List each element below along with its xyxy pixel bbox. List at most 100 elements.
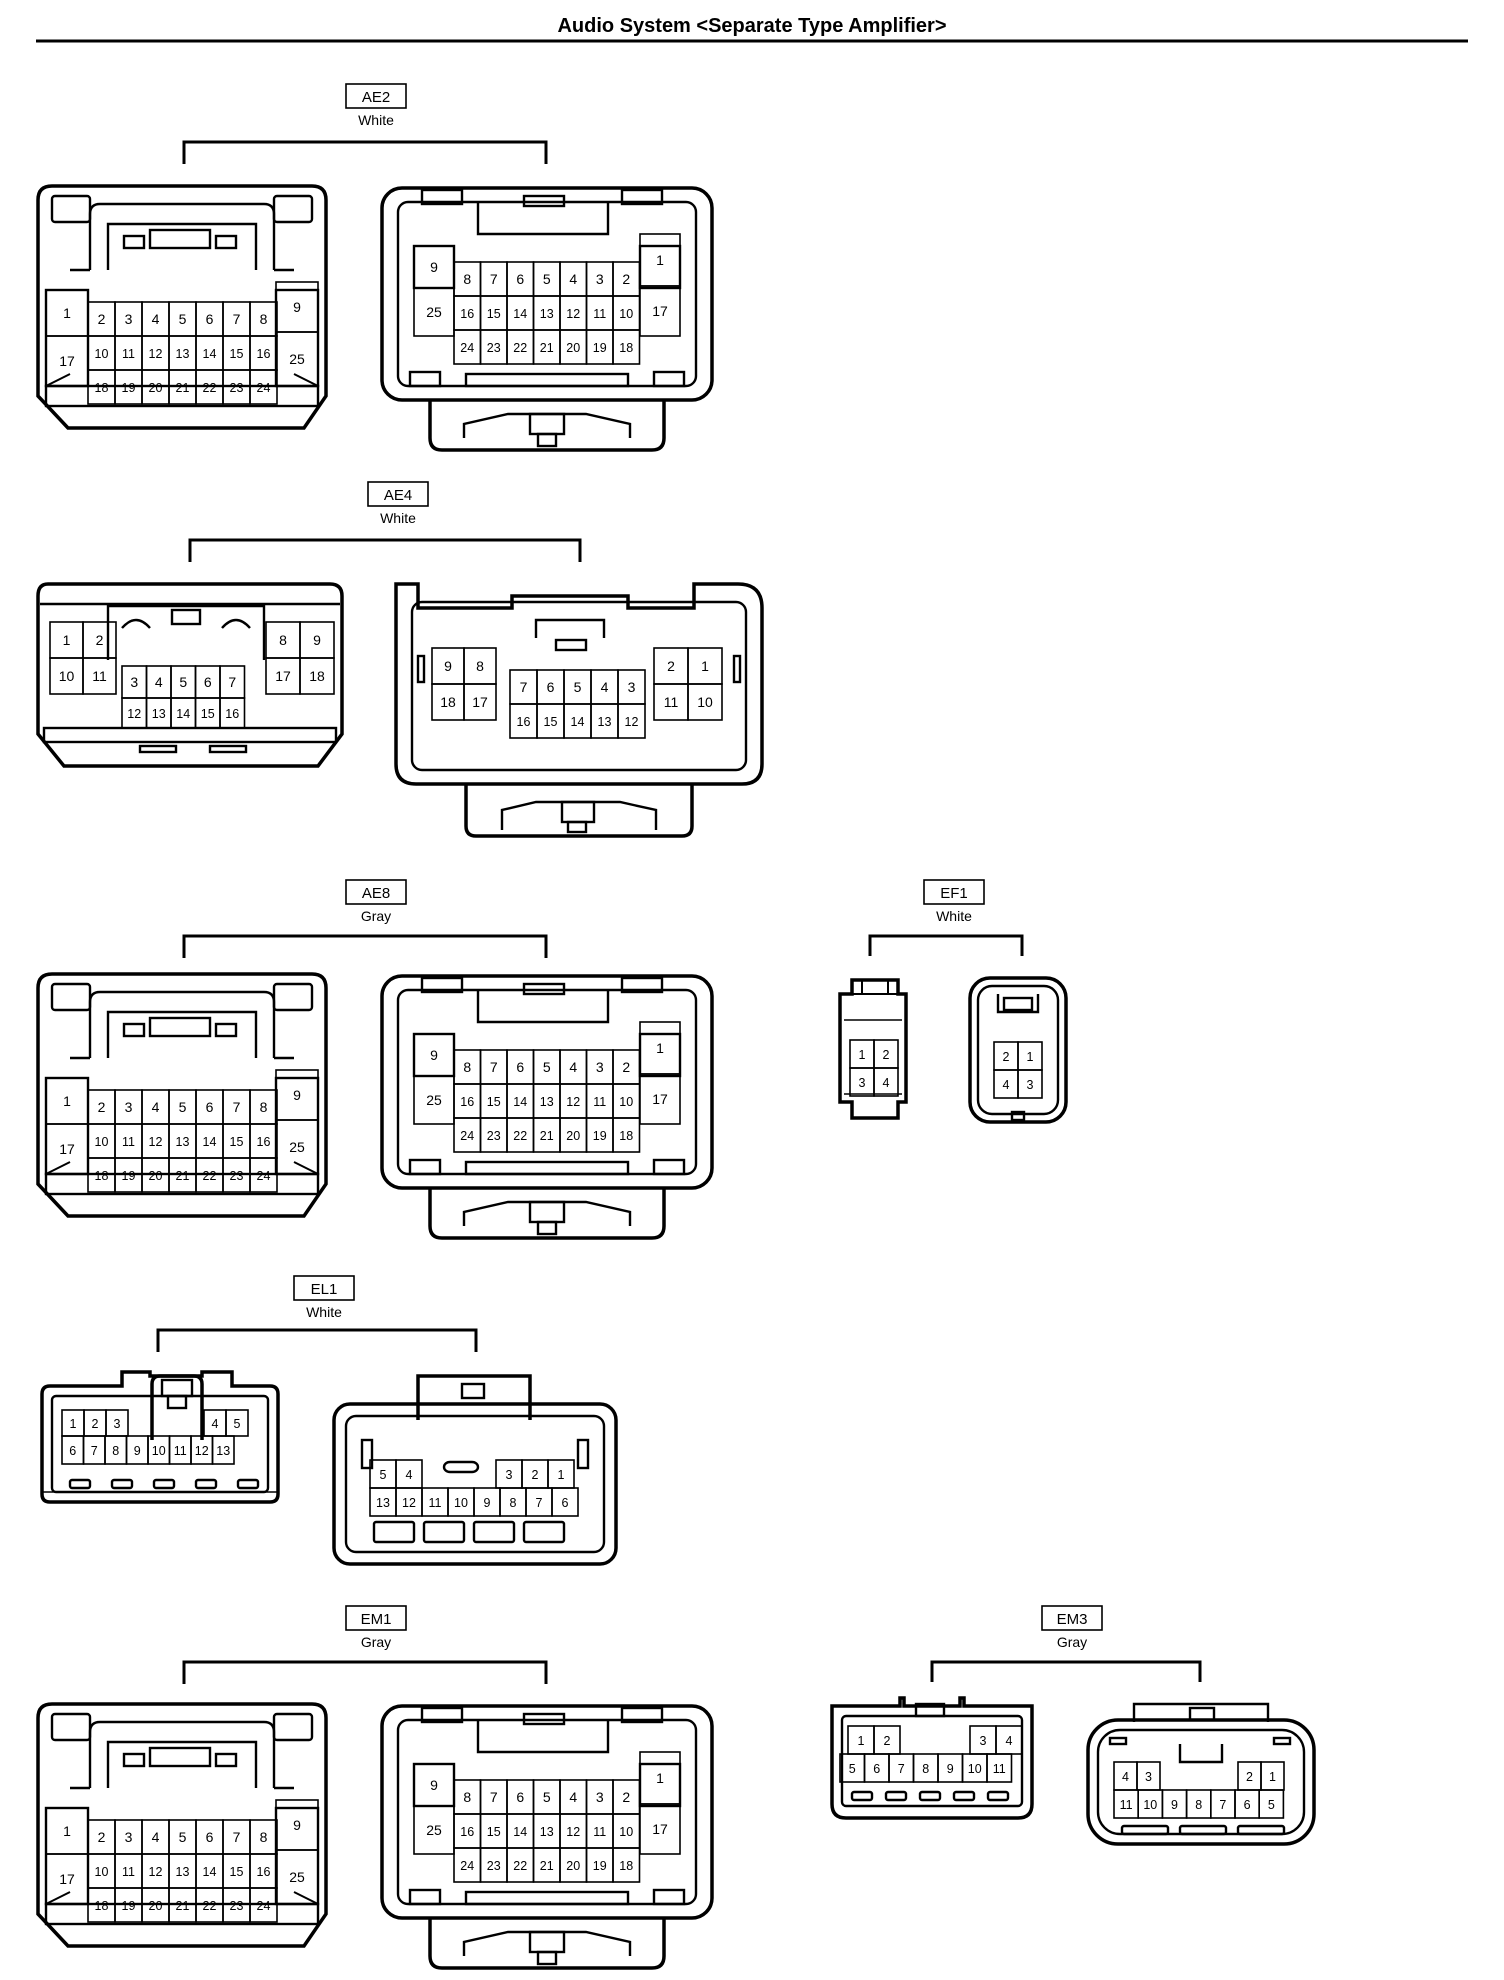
terminal-number: 7 — [898, 1762, 905, 1776]
terminal-number: 25 — [426, 1822, 442, 1838]
housing-detail — [44, 384, 320, 408]
terminal-number: 10 — [697, 694, 713, 710]
terminal-pin: 10 — [87, 1123, 116, 1159]
housing-detail — [1010, 1110, 1026, 1122]
terminal-number: 10 — [1143, 1798, 1157, 1812]
terminal-number: 3 — [506, 1468, 513, 1482]
terminal-pin: 5 — [225, 1409, 249, 1437]
housing-detail — [884, 1790, 908, 1802]
terminal-number: 4 — [152, 1099, 160, 1115]
terminal-number: 17 — [472, 694, 488, 710]
latch-tab — [170, 608, 202, 626]
terminal-number: 9 — [293, 299, 301, 315]
terminal-pin: 6 — [506, 261, 535, 297]
terminal-number: 9 — [484, 1496, 491, 1510]
terminal-pin: 7 — [479, 1049, 508, 1085]
terminal-pin: 23 — [479, 1847, 508, 1883]
terminal-pin: 11 — [114, 1853, 143, 1889]
latch-outline — [1178, 1744, 1224, 1764]
latch-tab — [528, 412, 566, 436]
terminal-pin: 11 — [82, 657, 117, 695]
terminal-pin: 25 — [413, 1075, 455, 1125]
terminal-number: 11 — [664, 694, 679, 710]
terminal-pin: 5 — [1258, 1789, 1285, 1819]
terminal-cell — [249, 369, 278, 405]
terminal-number: 9 — [430, 1047, 438, 1063]
housing-detail — [472, 1520, 516, 1544]
terminal-number: 8 — [279, 632, 287, 648]
terminal-pin: 1 — [849, 1039, 875, 1069]
latch-tab — [166, 1394, 188, 1410]
terminal-number: 23 — [230, 381, 244, 395]
terminal-number: 2 — [883, 1048, 890, 1062]
terminal-number: 14 — [203, 1135, 217, 1149]
latch-outline — [1132, 1702, 1270, 1722]
terminal-number: 11 — [429, 1496, 442, 1510]
terminal-number: 9 — [430, 1777, 438, 1793]
terminal-pin: 17 — [639, 1803, 681, 1855]
terminal-cell — [275, 1119, 319, 1175]
latch-tab — [122, 1022, 146, 1038]
terminal-pin: 2 — [87, 301, 116, 337]
terminal-pin: 13 — [532, 1083, 561, 1119]
terminal-number: 5 — [179, 1099, 187, 1115]
terminal-number: 6 — [69, 1444, 76, 1458]
housing-detail — [416, 654, 426, 684]
terminal-pin: 18 — [612, 1847, 641, 1883]
terminal-number: 3 — [596, 271, 604, 287]
terminal-number: 7 — [490, 1789, 498, 1805]
terminal-number: 11 — [593, 1825, 606, 1839]
terminal-number: 18 — [619, 1129, 633, 1143]
housing-detail — [42, 726, 338, 744]
terminal-pin: 16 — [249, 1123, 278, 1159]
terminal-pin: 1 — [547, 1459, 575, 1489]
terminal-number: 4 — [569, 1059, 577, 1075]
terminal-number: 12 — [566, 1825, 580, 1839]
terminal-number: 7 — [228, 674, 236, 690]
terminal-pin: 4 — [559, 1779, 588, 1815]
terminal-number: 8 — [463, 271, 471, 287]
connector-pair-bracket — [868, 934, 1024, 956]
terminal-pin: 13 — [168, 1123, 197, 1159]
terminal-number: 5 — [543, 1059, 551, 1075]
terminal-number: 24 — [460, 1859, 474, 1873]
terminal-pin: 10 — [961, 1753, 988, 1783]
terminal-number: 18 — [619, 1859, 633, 1873]
terminal-pin: 5 — [369, 1459, 397, 1489]
terminal-number: 5 — [179, 674, 187, 690]
housing-detail — [500, 800, 658, 830]
terminal-pin: 3 — [849, 1067, 875, 1097]
terminal-number: 6 — [206, 1829, 214, 1845]
housing-outline — [410, 600, 748, 772]
terminal-pin: 2 — [993, 1041, 1019, 1071]
terminal-pin: 8 — [499, 1487, 527, 1517]
terminal-number: 1 — [63, 305, 71, 321]
connector-color: White — [358, 112, 394, 128]
terminal-pin: 8 — [249, 1819, 278, 1855]
terminal-number: 5 — [543, 1789, 551, 1805]
terminal-pin: 4 — [203, 1409, 227, 1437]
housing-detail — [408, 370, 442, 388]
terminal-pin: 18 — [612, 1117, 641, 1153]
terminal-number: 1 — [656, 1040, 664, 1056]
latch-tab — [214, 1022, 238, 1038]
terminal-pin: 9 — [299, 621, 335, 659]
terminal-number: 1 — [701, 658, 709, 674]
latch-tab — [442, 1460, 480, 1474]
terminal-number: 16 — [460, 1095, 474, 1109]
latch-tab — [148, 1016, 212, 1038]
terminal-pin: 6 — [195, 301, 224, 337]
terminal-pin: 7 — [222, 1819, 251, 1855]
housing-detail — [44, 1172, 320, 1196]
terminal-number: 1 — [558, 1468, 565, 1482]
terminal-number: 19 — [122, 1169, 136, 1183]
latch-tab — [148, 1746, 212, 1768]
terminal-number: 17 — [652, 303, 668, 319]
terminal-number: 19 — [593, 341, 607, 355]
terminal-pin: 3 — [585, 261, 614, 297]
latch-tab — [1002, 996, 1034, 1012]
terminal-cell — [612, 329, 641, 365]
housing-detail — [420, 1706, 464, 1724]
